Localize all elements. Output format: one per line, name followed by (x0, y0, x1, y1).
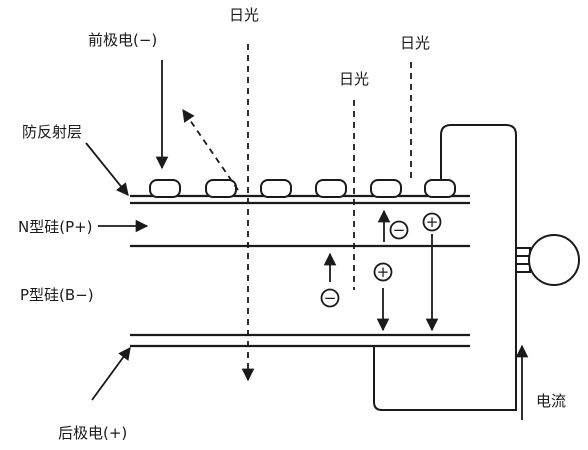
external-circuit (373, 124, 517, 411)
electron-symbol: − (389, 220, 409, 240)
sunlight-label: 日光 (339, 70, 369, 88)
electrode-contact (424, 179, 456, 198)
sunlight-label: 日光 (400, 34, 430, 52)
circuit-wire-top (440, 124, 517, 248)
hole-symbol: + (373, 262, 393, 282)
electrode-contact (370, 179, 402, 198)
label-pointers (85, 60, 169, 401)
electrode-contact (315, 179, 347, 198)
light-bulb-icon (515, 234, 580, 286)
circuit-wire-bottom (373, 272, 517, 411)
reflected-ray (182, 108, 239, 191)
electron-symbol: − (320, 288, 340, 308)
current-label: 电流 (536, 392, 566, 410)
electrode-contact (260, 179, 292, 198)
back-electrode-pointer (91, 346, 131, 401)
front-electrode-contacts (149, 179, 456, 198)
back-electrode-label: 后极电(+) (58, 424, 127, 442)
hole-symbol: + (422, 212, 442, 232)
sunlight-rays (182, 44, 412, 382)
bulb-glass (528, 234, 580, 286)
front-electrode-label: 前极电(−) (88, 31, 157, 49)
electrode-contact (149, 179, 181, 198)
carrier-arrows (323, 209, 439, 332)
bulb-base (515, 247, 531, 273)
anti-reflection-pointer (85, 142, 129, 196)
electron-sign: − (393, 221, 406, 239)
p-silicon-label: P型硅(B−) (20, 286, 94, 304)
n-silicon-label: N型硅(P+) (18, 218, 93, 236)
hole-sign: + (426, 213, 439, 231)
electron-sign: − (324, 289, 337, 307)
electrode-contact (205, 179, 237, 198)
sunlight-label: 日光 (229, 6, 259, 24)
anti-reflection-label: 防反射层 (22, 123, 82, 141)
layer-lines (130, 194, 470, 348)
hole-sign: + (377, 263, 390, 281)
